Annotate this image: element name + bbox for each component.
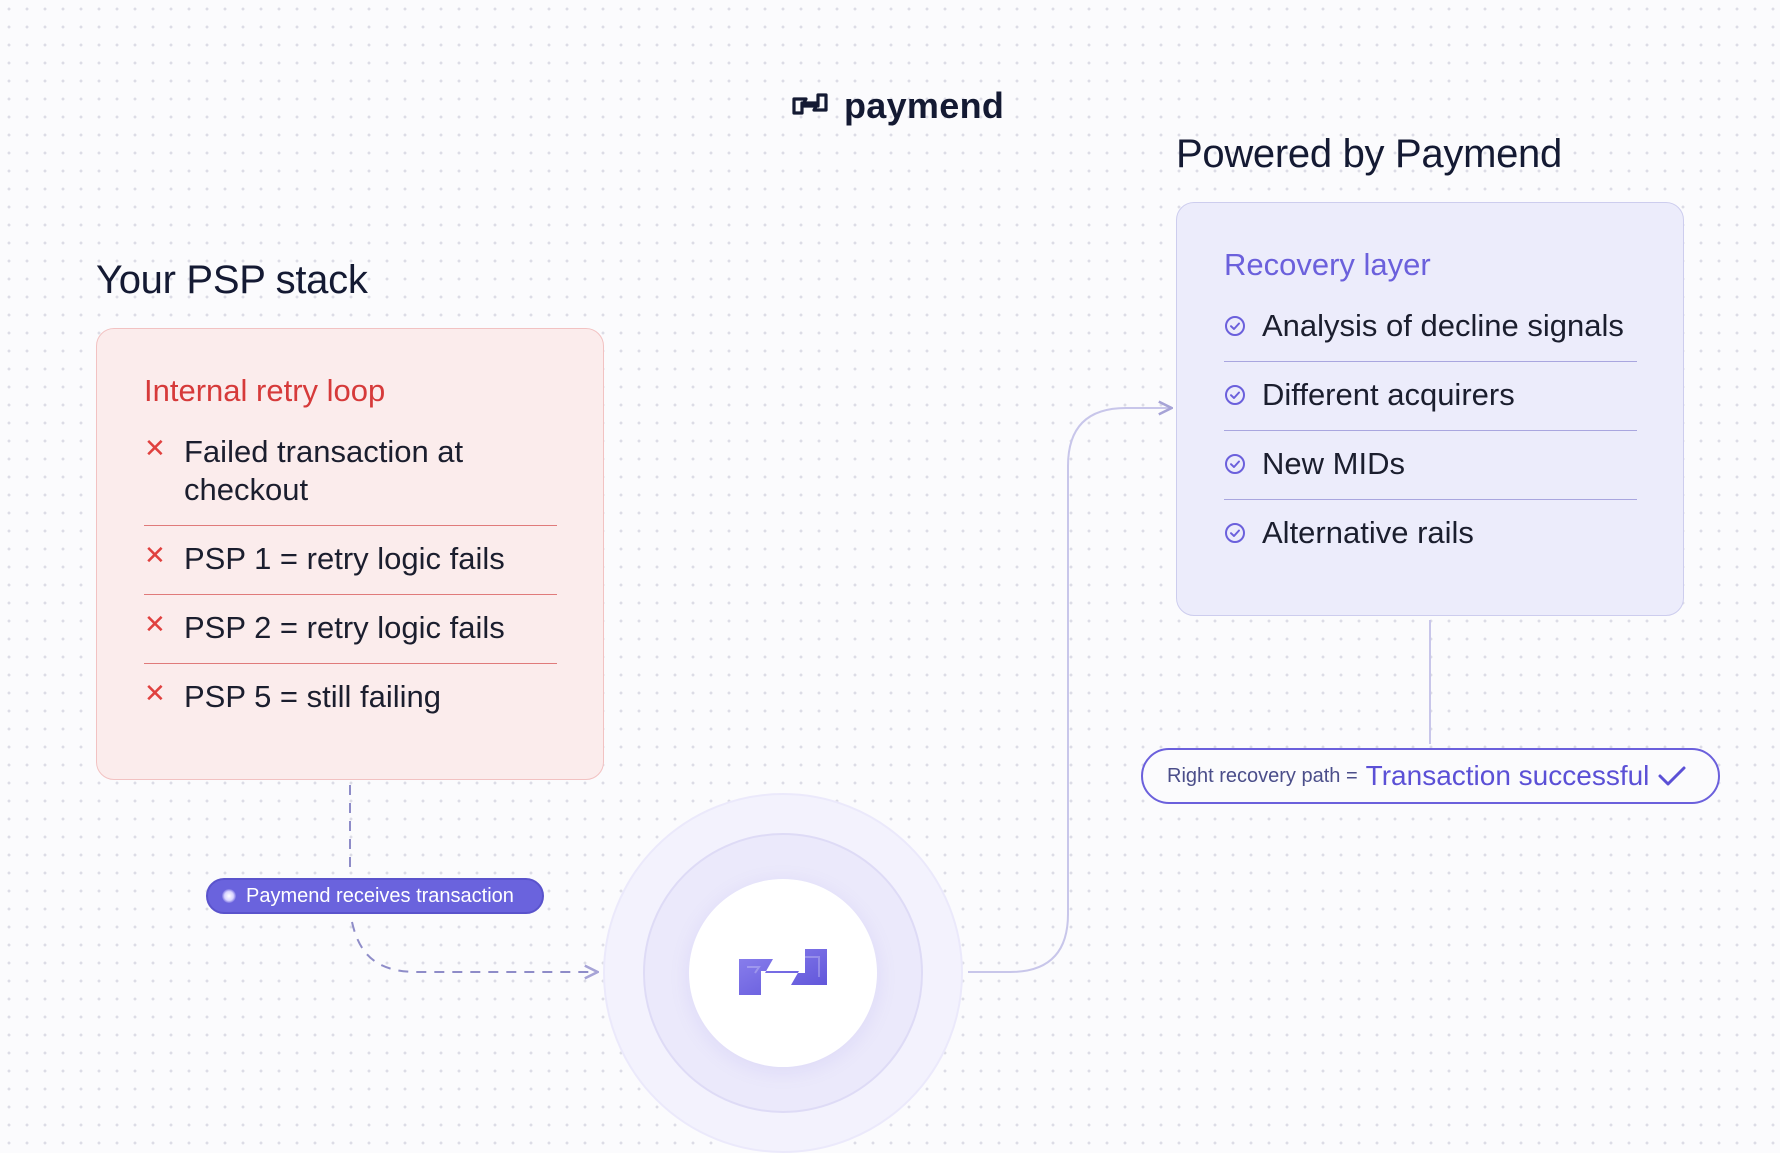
retry-list-item: ✕ PSP 2 = retry logic fails — [144, 595, 557, 664]
brand-name: paymend — [844, 85, 1005, 126]
x-icon: ✕ — [144, 540, 166, 570]
x-icon: ✕ — [144, 609, 166, 639]
pill-label: Paymend receives transaction — [246, 884, 514, 907]
x-icon: ✕ — [144, 678, 166, 708]
card-title-retry-loop: Internal retry loop — [144, 373, 386, 408]
retry-list-item: ✕ Failed transaction at checkout — [144, 433, 557, 526]
card-title-recovery-layer: Recovery layer — [1224, 247, 1431, 282]
x-icon: ✕ — [144, 433, 166, 463]
pill-result: Transaction successful — [1365, 760, 1650, 791]
item-label: Alternative rails — [1262, 515, 1474, 550]
paymend-link-icon — [790, 91, 830, 122]
connector-hub-to-recovery — [968, 408, 1170, 973]
connector-lines — [349, 0, 1431, 1122]
retry-list-item: ✕ PSP 1 = retry logic fails — [144, 526, 557, 595]
item-label: PSP 5 = still failing — [184, 679, 442, 714]
dashed-connector-to-hub — [351, 921, 596, 972]
retry-list-item: ✕ PSP 5 = still failing — [144, 664, 557, 732]
item-label: PSP 1 = retry logic fails — [184, 541, 505, 576]
recovery-list-item: Different acquirers — [1224, 362, 1637, 431]
transaction-success-pill: Right recovery path = Transaction succes… — [1141, 748, 1720, 804]
paymend-link-icon — [733, 943, 833, 1004]
check-circle-icon — [1224, 307, 1262, 345]
paymend-receives-pill: Paymend receives transaction — [206, 878, 544, 914]
checkmark-icon — [1657, 764, 1687, 788]
left-heading: Your PSP stack — [96, 258, 368, 302]
recovery-list-item: Alternative rails — [1224, 500, 1637, 568]
check-circle-icon — [1224, 376, 1262, 414]
hub-center — [689, 879, 877, 1067]
item-label: Different acquirers — [1262, 377, 1515, 412]
glow-dot-icon — [222, 889, 236, 903]
internal-retry-loop-card: Internal retry loop ✕ Failed transaction… — [96, 328, 604, 780]
item-label: New MIDs — [1262, 446, 1405, 481]
item-label: Failed transaction at checkout — [184, 434, 464, 507]
pill-prefix: Right recovery path = — [1167, 764, 1358, 787]
brand-logo: paymend — [790, 82, 1004, 130]
check-circle-icon — [1224, 445, 1262, 483]
recovery-layer-card: Recovery layer Analysis of decline signa… — [1176, 202, 1684, 616]
recovery-list-item: New MIDs — [1224, 431, 1637, 500]
recovery-list-item: Analysis of decline signals — [1224, 307, 1637, 362]
check-circle-icon — [1224, 514, 1262, 552]
item-label: Analysis of decline signals — [1262, 308, 1624, 343]
right-heading: Powered by Paymend — [1176, 132, 1562, 176]
item-label: PSP 2 = retry logic fails — [184, 610, 505, 645]
